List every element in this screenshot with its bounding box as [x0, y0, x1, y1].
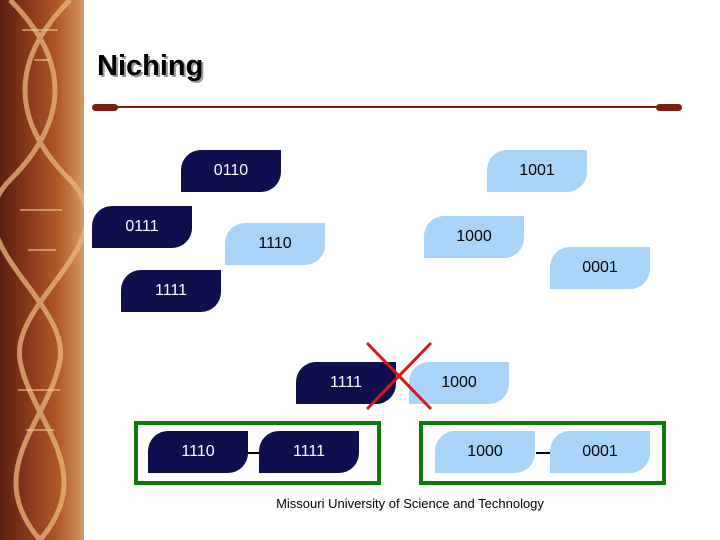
title-rule-line: [106, 106, 668, 108]
accepted-pair-box-right: [419, 421, 666, 485]
pair-node-1110: 1110: [148, 431, 248, 473]
accepted-pair-box-left: [134, 421, 381, 485]
node-1001: 1001: [487, 150, 587, 192]
dna-helix-icon: [0, 0, 84, 540]
pair-node-1111: 1111: [259, 431, 359, 473]
rejected-node-1000: 1000: [409, 362, 509, 404]
pair-node-0001: 0001: [550, 431, 650, 473]
node-0111: 0111: [92, 206, 192, 248]
title-rule-left-cap: [92, 104, 118, 111]
pair-connector-right: [536, 452, 550, 454]
title-rule: [92, 104, 682, 111]
pair-node-1000: 1000: [435, 431, 535, 473]
slide-footer: Missouri University of Science and Techn…: [276, 496, 544, 511]
node-0110: 0110: [181, 150, 281, 192]
node-0001: 0001: [550, 247, 650, 289]
dna-sidebar-image: [0, 0, 84, 540]
node-1000: 1000: [424, 216, 524, 258]
rejected-node-1111: 1111: [296, 362, 396, 404]
node-1110: 1110: [225, 223, 325, 265]
pair-connector-left: [246, 452, 260, 454]
node-1111: 1111: [121, 270, 221, 312]
title-rule-right-cap: [656, 104, 682, 111]
slide-title: Niching: [97, 50, 204, 82]
